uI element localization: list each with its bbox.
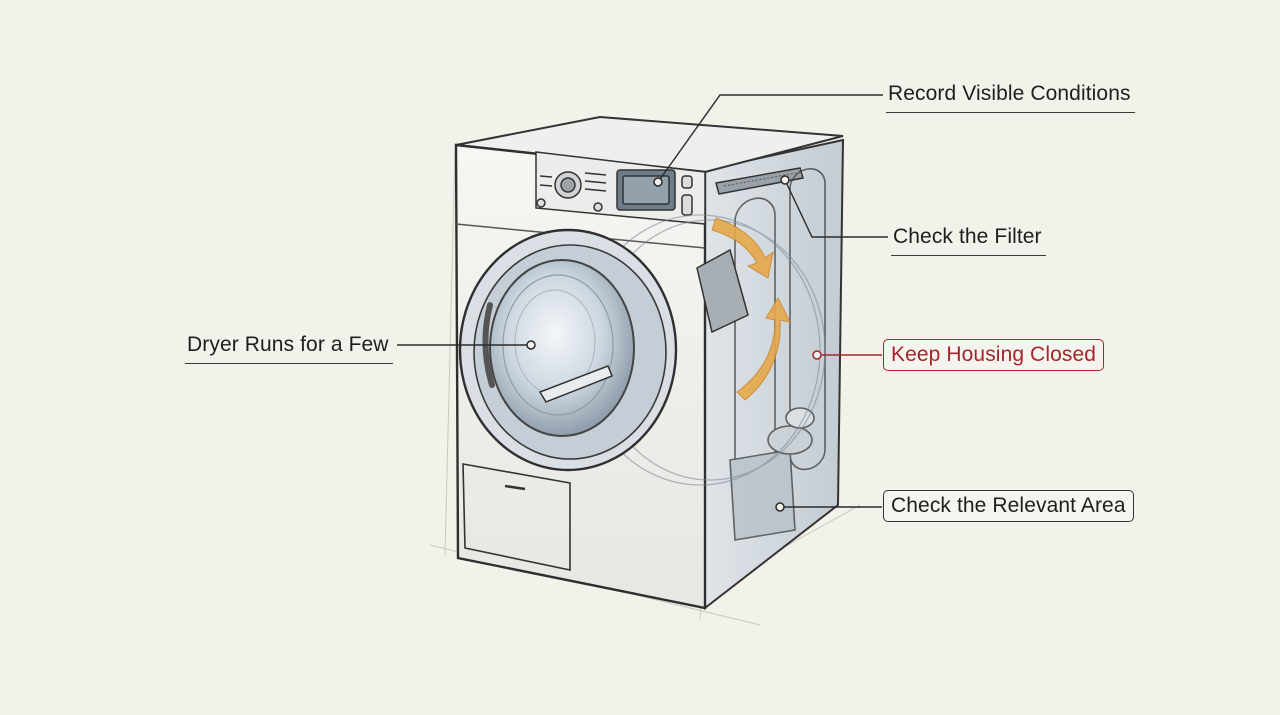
callout-check-relevant-area: Check the Relevant Area (883, 490, 1134, 522)
side-ducts (729, 168, 826, 541)
dryer-door (458, 228, 678, 472)
airflow-arrows (711, 217, 791, 401)
leader-lines (397, 94, 888, 508)
leader-record (657, 94, 883, 183)
callout-dryer-runs: Dryer Runs for a Few (185, 332, 393, 364)
lint-filter-slot (715, 167, 804, 195)
control-panel (535, 151, 706, 225)
bottom-drawer (462, 463, 571, 571)
callout-keep-housing-closed: Keep Housing Closed (883, 339, 1105, 371)
callout-check-filter: Check the Filter (891, 224, 1046, 256)
mesh-filter (696, 248, 749, 334)
callout-record-conditions: Record Visible Conditions (886, 81, 1135, 113)
leader-dots (526, 175, 822, 512)
leader-filter (784, 179, 888, 238)
